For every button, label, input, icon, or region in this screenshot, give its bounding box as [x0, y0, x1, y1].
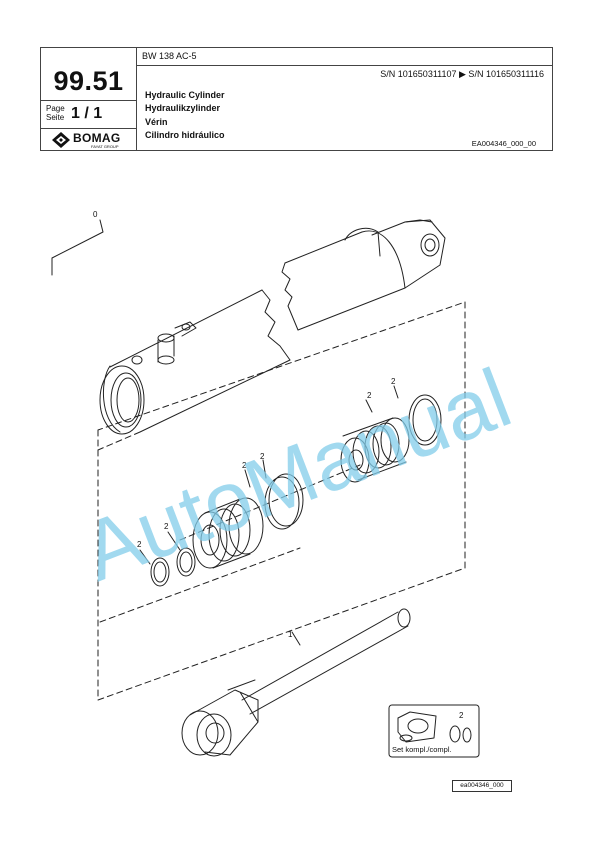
seal-ring — [412, 398, 438, 442]
part-titles: Hydraulic Cylinder Hydraulikzylinder Vér… — [145, 89, 225, 142]
callout-2: 2 — [391, 377, 396, 386]
title-es: Cilindro hidráulico — [145, 129, 225, 140]
divider — [41, 100, 136, 101]
callout-2: 2 — [459, 711, 464, 720]
callout-1: 1 — [288, 630, 293, 639]
divider — [136, 65, 552, 66]
seal-ring — [153, 561, 167, 583]
logo-text: BOMAG — [73, 131, 121, 145]
cylinder-tube-rear — [281, 219, 446, 331]
title-en: Hydraulic Cylinder — [145, 90, 225, 100]
seal-ring — [176, 547, 196, 577]
page-number: 1 / 1 — [71, 105, 103, 122]
seal-kit-label: Set kompl./compl. — [392, 745, 452, 754]
divider — [41, 128, 136, 129]
callout-2: 2 — [260, 452, 265, 461]
cylinder-head — [192, 497, 264, 569]
explode-leader — [97, 431, 301, 623]
serial-range: S/N 101650311107 ▶ S/N 101650311116 — [380, 69, 544, 79]
seal-ring — [264, 476, 300, 530]
title-de: Hydraulikzylinder — [145, 103, 221, 114]
seal-ring — [179, 551, 193, 573]
explode-outline — [97, 301, 466, 701]
title-fr: Vérin — [145, 116, 168, 127]
leader-line — [139, 385, 399, 565]
machine-model: BW 138 AC-5 — [142, 51, 197, 61]
divider — [136, 48, 137, 150]
piston-rod — [181, 608, 411, 757]
cylinder-tube-front — [99, 289, 291, 435]
page-label-en: Page — [46, 104, 65, 113]
seal-ring — [408, 394, 442, 446]
seal-ring — [268, 473, 304, 527]
callout-2: 2 — [137, 540, 142, 549]
axis-line — [179, 464, 361, 541]
bomag-logo: BOMAG FAYAT GROUP — [51, 131, 131, 149]
callout-2: 2 — [242, 461, 247, 470]
seal-ring — [150, 557, 170, 587]
document-id: EA004346_000_00 — [471, 139, 536, 148]
callout-0: 0 — [93, 210, 98, 219]
callout-2: 2 — [164, 522, 169, 531]
logo-subtext: FAYAT GROUP — [91, 144, 119, 149]
seal-kit-box — [388, 704, 480, 758]
leader-line — [51, 219, 104, 276]
title-block: 99.51 Page Seite 1 / 1 BOMAG FAYAT GROUP… — [40, 47, 553, 151]
piston — [340, 417, 410, 483]
page-code: 99.51 — [53, 66, 124, 96]
callout-2: 2 — [367, 391, 372, 400]
page-label: Page Seite — [46, 104, 65, 122]
page-label-de: Seite — [46, 113, 65, 122]
figure-reference: ea004346_000 — [452, 780, 512, 792]
bomag-diamond-icon — [52, 132, 70, 148]
